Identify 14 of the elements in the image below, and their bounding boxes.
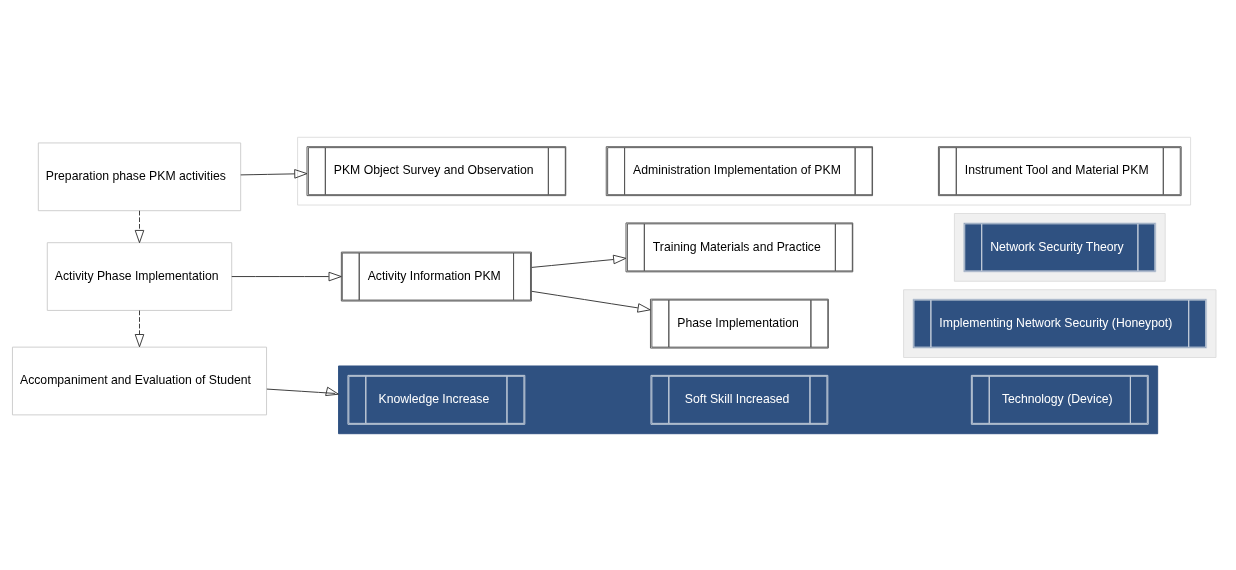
cluster (297, 136, 1192, 205)
arrow (240, 168, 308, 179)
arrow (266, 386, 339, 396)
arrow (134, 309, 145, 347)
arrow (531, 254, 627, 268)
cluster (953, 212, 1166, 282)
arrow (231, 271, 342, 281)
cluster (338, 365, 1159, 434)
cluster (903, 288, 1217, 358)
node-box: Activity Phase Implementation (46, 241, 233, 311)
arrow (134, 209, 145, 243)
node-box: Preparation phase PKM activities (37, 141, 242, 211)
arrow (531, 290, 651, 313)
node-box: Accompaniment and Evaluation of Student (12, 346, 267, 415)
